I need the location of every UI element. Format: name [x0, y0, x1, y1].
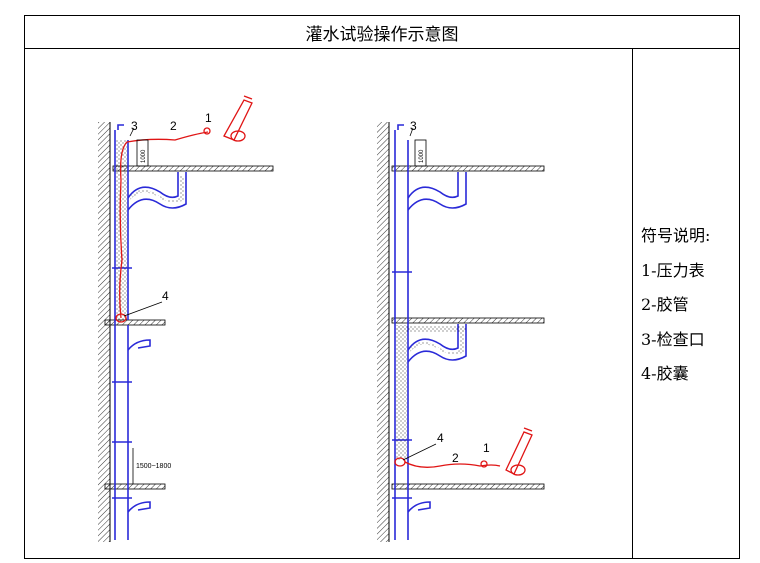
- left-stack-pipe: [112, 124, 187, 540]
- legend-panel: 符号说明: 1-压力表 2-胶管 3-检查口 4-胶囊: [632, 49, 739, 558]
- right-floor-slab-upper: [391, 165, 545, 172]
- legend-item-pressure-gauge: 1-压力表: [641, 261, 705, 280]
- left-callout-2: 2: [170, 119, 177, 133]
- right-leaders: [402, 127, 437, 461]
- right-dim-box: [414, 139, 427, 167]
- left-pressure-gauge: [203, 95, 253, 142]
- figure-title: 灌水试验操作示意图: [25, 16, 739, 49]
- left-floor-slab-middle: [104, 319, 166, 326]
- right-branch-water: [410, 326, 464, 355]
- left-callout-4: 4: [162, 289, 169, 303]
- left-branch-water: [130, 176, 184, 203]
- right-hose: [394, 457, 501, 468]
- left-diagram: 1 2 3 4 1000 1500~1800: [98, 95, 274, 542]
- right-stack-pipe: [392, 124, 467, 540]
- right-callout-1: 1: [483, 441, 490, 455]
- left-dim-box: [136, 139, 149, 167]
- left-floor-slab-lower: [104, 483, 166, 490]
- legend-item-hose: 2-胶管: [641, 295, 689, 314]
- left-dim-bottom: 1500~1800: [136, 463, 171, 470]
- left-hose: [115, 131, 209, 323]
- left-callout-1: 1: [205, 111, 212, 125]
- right-pressure-gauge: [480, 427, 533, 476]
- figure-frame: 灌水试验操作示意图 符号说明: 1-压力表 2-胶管 3-检查口 4-胶囊: [24, 15, 740, 559]
- right-dim-top: 1000: [419, 149, 425, 163]
- left-floor-slab-upper: [112, 165, 274, 172]
- left-wall: [98, 122, 110, 542]
- left-bladder: [115, 313, 127, 323]
- right-callout-3: 3: [410, 119, 417, 133]
- left-leaders: [123, 127, 163, 317]
- right-callout-2: 2: [452, 451, 459, 465]
- right-wall: [377, 122, 389, 542]
- right-floor-slab-lower: [391, 483, 545, 490]
- right-floor-slab-middle: [391, 317, 545, 324]
- left-callout-3: 3: [131, 119, 138, 133]
- right-diagram: 1 2 3 4 1000: [377, 119, 545, 542]
- right-callout-4: 4: [437, 431, 444, 445]
- legend-heading: 符号说明:: [641, 226, 711, 245]
- right-water-fill: [396, 325, 407, 460]
- legend-item-bladder: 4-胶囊: [641, 364, 689, 383]
- left-dim-top: 1000: [141, 149, 147, 163]
- legend-item-inspection-port: 3-检查口: [641, 330, 705, 349]
- left-water-fill: [116, 140, 127, 320]
